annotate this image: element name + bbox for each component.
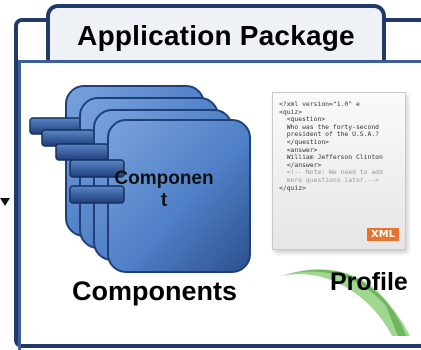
components-caption: Components bbox=[72, 276, 237, 306]
xml-code-line: president of the U.S.A.? bbox=[279, 130, 380, 139]
xml-badge: XML bbox=[366, 228, 399, 241]
profile-caption: Profile bbox=[330, 268, 408, 296]
xml-code-line: <quiz> bbox=[279, 107, 303, 116]
package-title-tab: Application Package bbox=[46, 4, 386, 60]
xml-code-line: </question> bbox=[279, 137, 330, 146]
xml-code-line: William Jefferson Clinton bbox=[279, 153, 383, 162]
xml-code-line: more questions later.--> bbox=[279, 175, 380, 184]
package-inner-border bbox=[18, 60, 421, 350]
package-title: Application Package bbox=[77, 20, 355, 51]
xml-code-line: <?xml version="1.0" e bbox=[279, 100, 360, 108]
profile-xml-document: <?xml version="1.0" e<quiz> <question> W… bbox=[272, 92, 406, 250]
diagram-canvas: Application Package bbox=[0, 4, 421, 350]
xml-code-line: </quiz> bbox=[279, 183, 306, 192]
arrow-head-icon bbox=[0, 198, 10, 206]
xml-code-line: <answer> bbox=[279, 145, 318, 154]
green-swoosh-decoration bbox=[282, 269, 410, 336]
xml-code-line: <question> bbox=[279, 115, 326, 124]
xml-code-line: </answer> bbox=[279, 160, 322, 169]
xml-code-line: <!-- Note: We need to add bbox=[279, 168, 383, 177]
xml-code-lines: <?xml version="1.0" e<quiz> <question> W… bbox=[279, 100, 403, 192]
xml-code-line: Who was the forty-second bbox=[279, 122, 380, 131]
component-card-label: Component bbox=[114, 168, 214, 211]
component-stack bbox=[29, 85, 251, 273]
component-card-front bbox=[69, 119, 251, 273]
